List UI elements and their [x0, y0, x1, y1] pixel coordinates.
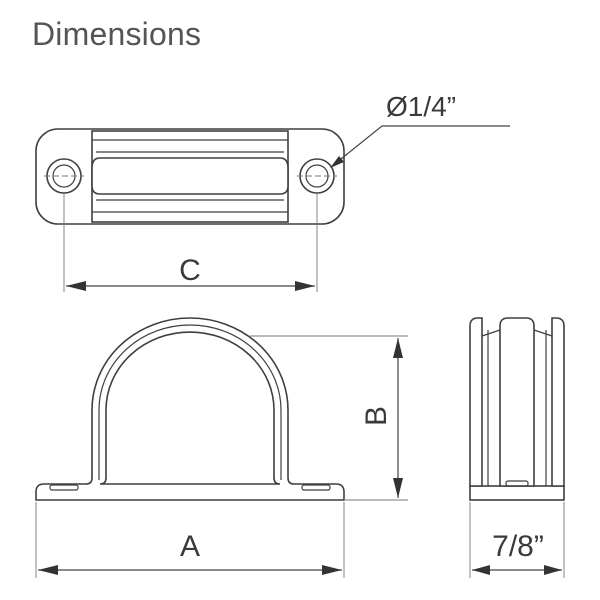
- dim-width-label: 7/8”: [492, 530, 544, 563]
- hole-leader-arrow: [330, 156, 344, 168]
- side-base: [469, 485, 565, 501]
- top-view: Ø1/4” C: [35, 91, 510, 292]
- strap-outline: [35, 317, 345, 501]
- hole-diameter-label: Ø1/4”: [386, 91, 456, 122]
- page-title: Dimensions: [32, 16, 202, 52]
- dim-c-label: C: [179, 254, 201, 287]
- side-raised-section: [499, 317, 535, 487]
- front-view: B A: [35, 317, 408, 578]
- strap-raised-section: [91, 157, 289, 195]
- dim-b-label: B: [360, 406, 393, 426]
- side-view: 7/8”: [469, 317, 565, 578]
- dim-a-label: A: [180, 530, 200, 563]
